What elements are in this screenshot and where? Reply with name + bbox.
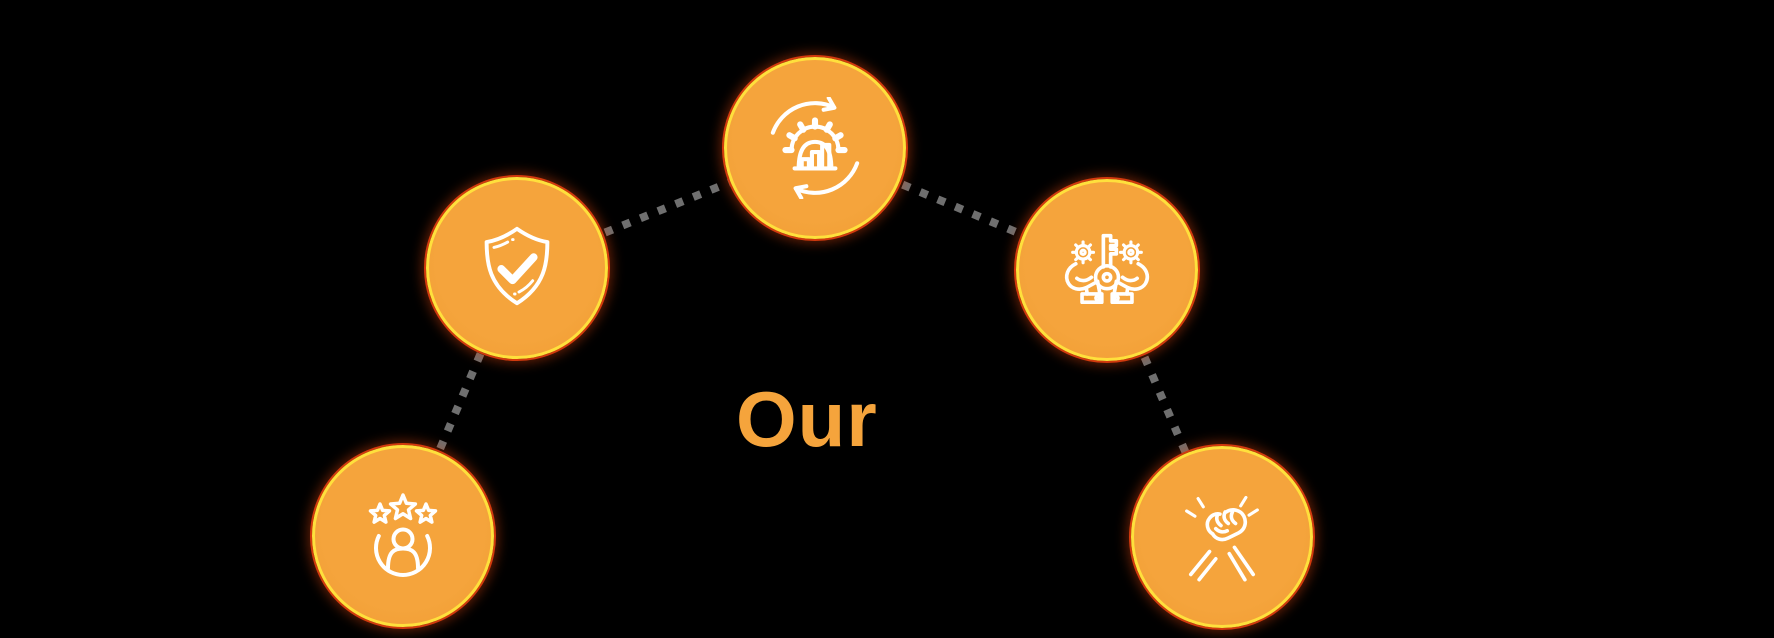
value-node-customer-excellence <box>312 445 494 627</box>
value-node-continuous-improvement <box>724 57 906 239</box>
page-title: Our <box>736 375 878 463</box>
value-node-trust <box>426 177 608 359</box>
gear-bar-chart-cycle-icon <box>770 97 860 199</box>
hands-holding-key-gears-icon <box>1064 233 1150 305</box>
shield-check-icon <box>484 226 550 306</box>
person-three-stars-icon <box>368 493 438 577</box>
connector-line <box>813 144 1109 274</box>
value-node-teamwork <box>1131 446 1313 628</box>
value-node-solutions <box>1016 179 1198 361</box>
hand-clasp-teamwork-icon <box>1185 495 1259 582</box>
